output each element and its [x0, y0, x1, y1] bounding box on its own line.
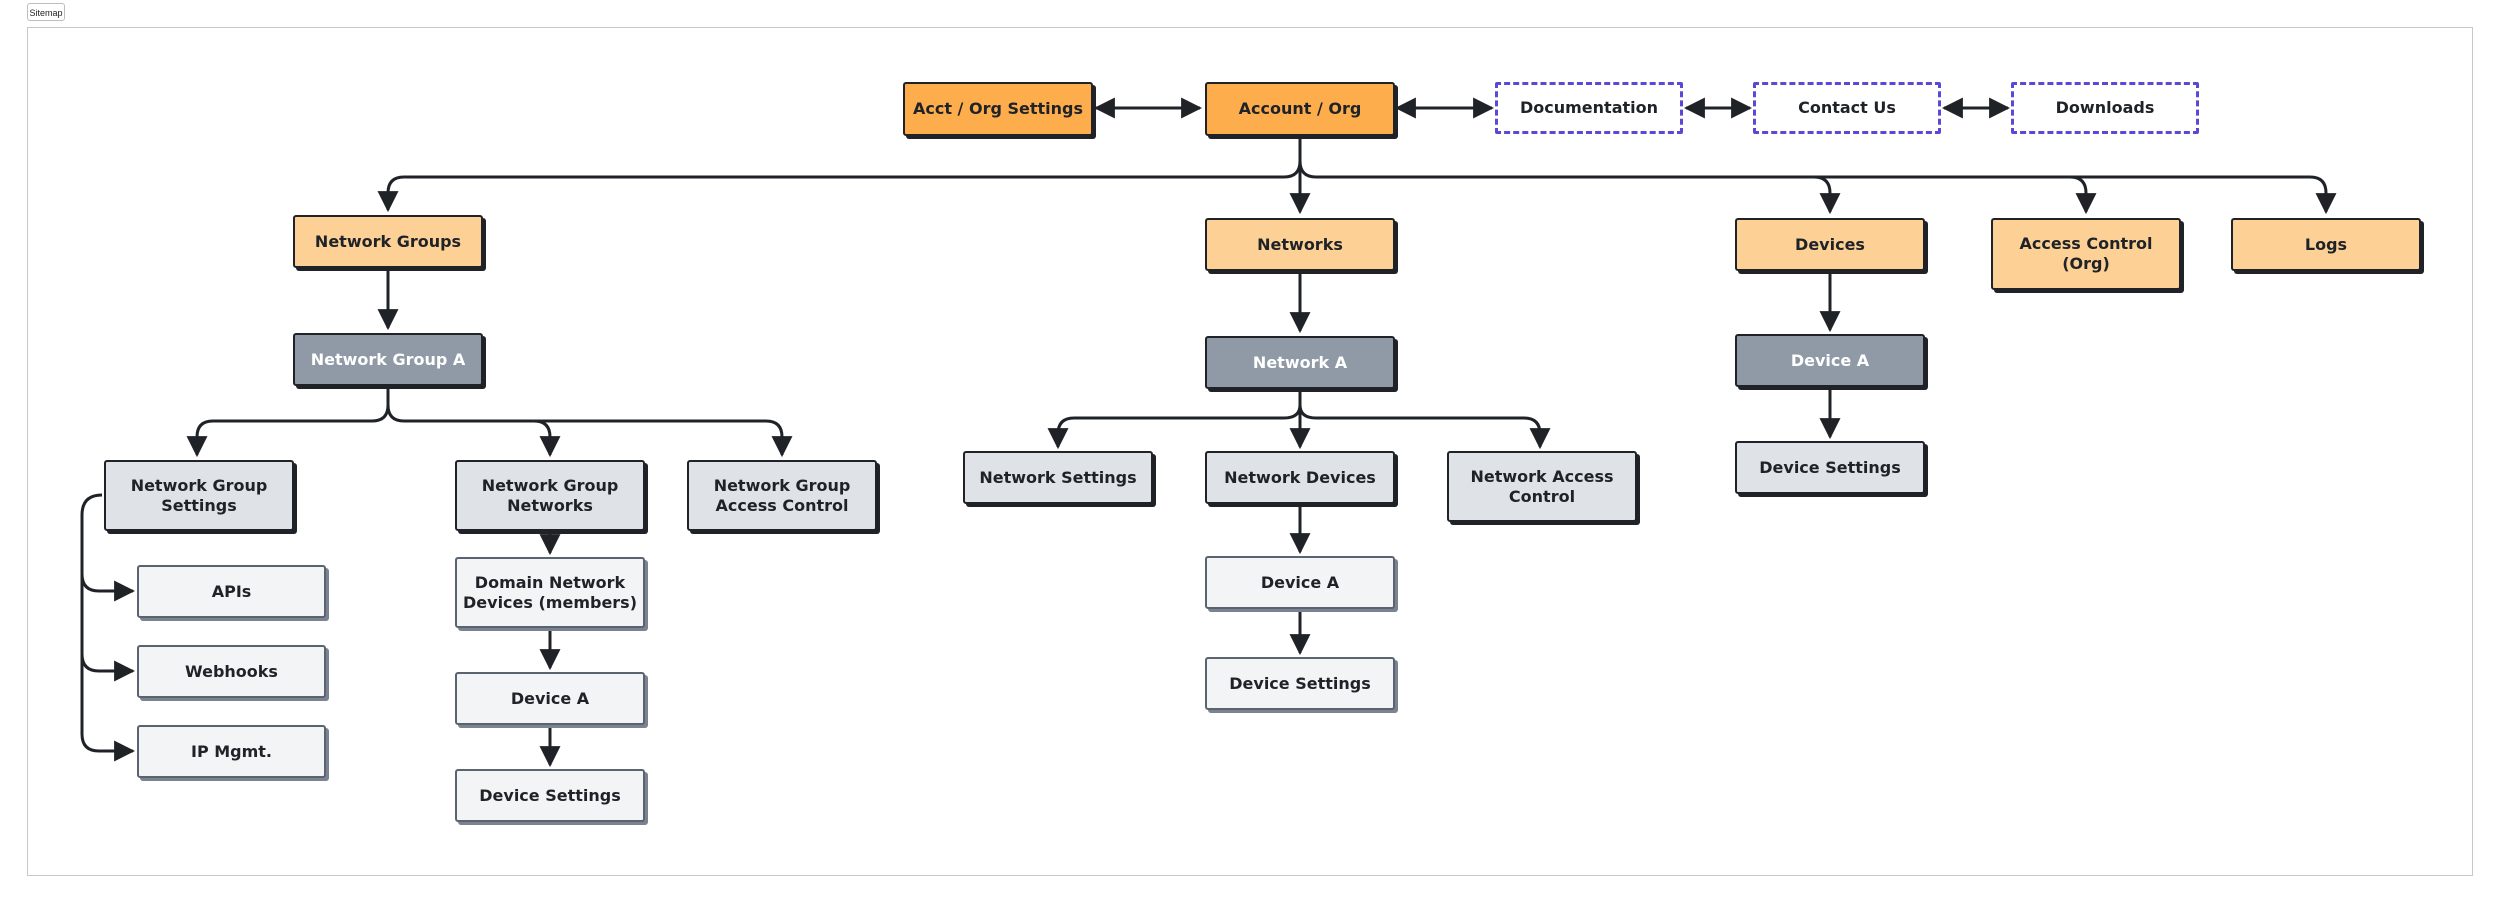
ng-device-settings-node[interactable]: Device Settings: [455, 769, 645, 822]
logs-node[interactable]: Logs: [2231, 218, 2421, 271]
apis-node[interactable]: APIs: [137, 565, 326, 618]
network-settings-node[interactable]: Network Settings: [963, 451, 1153, 504]
network-a-node[interactable]: Network A: [1205, 336, 1395, 389]
documentation-node[interactable]: Documentation: [1495, 82, 1683, 134]
network-group-access-control-node[interactable]: Network Group Access Control: [687, 460, 877, 531]
webhooks-node[interactable]: Webhooks: [137, 645, 326, 698]
access-control-org-node[interactable]: Access Control (Org): [1991, 218, 2181, 290]
d-device-settings-node[interactable]: Device Settings: [1735, 441, 1925, 494]
network-group-a-node[interactable]: Network Group A: [293, 333, 483, 386]
sitemap-tab[interactable]: Sitemap: [27, 3, 65, 21]
domain-network-devices-node[interactable]: Domain Network Devices (members): [455, 557, 645, 628]
ng-device-a-node[interactable]: Device A: [455, 672, 645, 725]
link-account-devices: [1298, 136, 1841, 215]
network-devices-node[interactable]: Network Devices: [1205, 451, 1395, 504]
link-network-a-access: [1298, 404, 1551, 450]
n-device-a-node[interactable]: Device A: [1205, 556, 1395, 609]
link-account-network-groups: [377, 136, 1302, 213]
account-org-node[interactable]: Account / Org: [1205, 82, 1395, 136]
devices-node[interactable]: Devices: [1735, 218, 1925, 271]
link-account-access-control: [1316, 175, 2097, 215]
n-device-settings-node[interactable]: Device Settings: [1205, 657, 1395, 710]
link-group-a-networks: [386, 387, 561, 458]
network-group-settings-node[interactable]: Network Group Settings: [104, 460, 294, 531]
acct-org-settings-node[interactable]: Acct / Org Settings: [903, 82, 1093, 136]
network-group-networks-node[interactable]: Network Group Networks: [455, 460, 645, 531]
link-group-a-access-control: [534, 419, 793, 458]
network-access-control-node[interactable]: Network Access Control: [1447, 451, 1637, 522]
networks-node[interactable]: Networks: [1205, 218, 1395, 271]
ip-mgmt-node[interactable]: IP Mgmt.: [137, 725, 326, 778]
link-account-logs: [2070, 175, 2337, 215]
network-groups-node[interactable]: Network Groups: [293, 215, 483, 268]
downloads-node[interactable]: Downloads: [2011, 82, 2199, 134]
contact-us-node[interactable]: Contact Us: [1753, 82, 1941, 134]
link-settings-ipmgmt: [80, 654, 136, 762]
link-network-a-settings: [1047, 404, 1302, 450]
diagram-frame: [27, 27, 2473, 876]
device-a-node[interactable]: Device A: [1735, 334, 1925, 387]
link-group-a-settings: [186, 404, 390, 458]
